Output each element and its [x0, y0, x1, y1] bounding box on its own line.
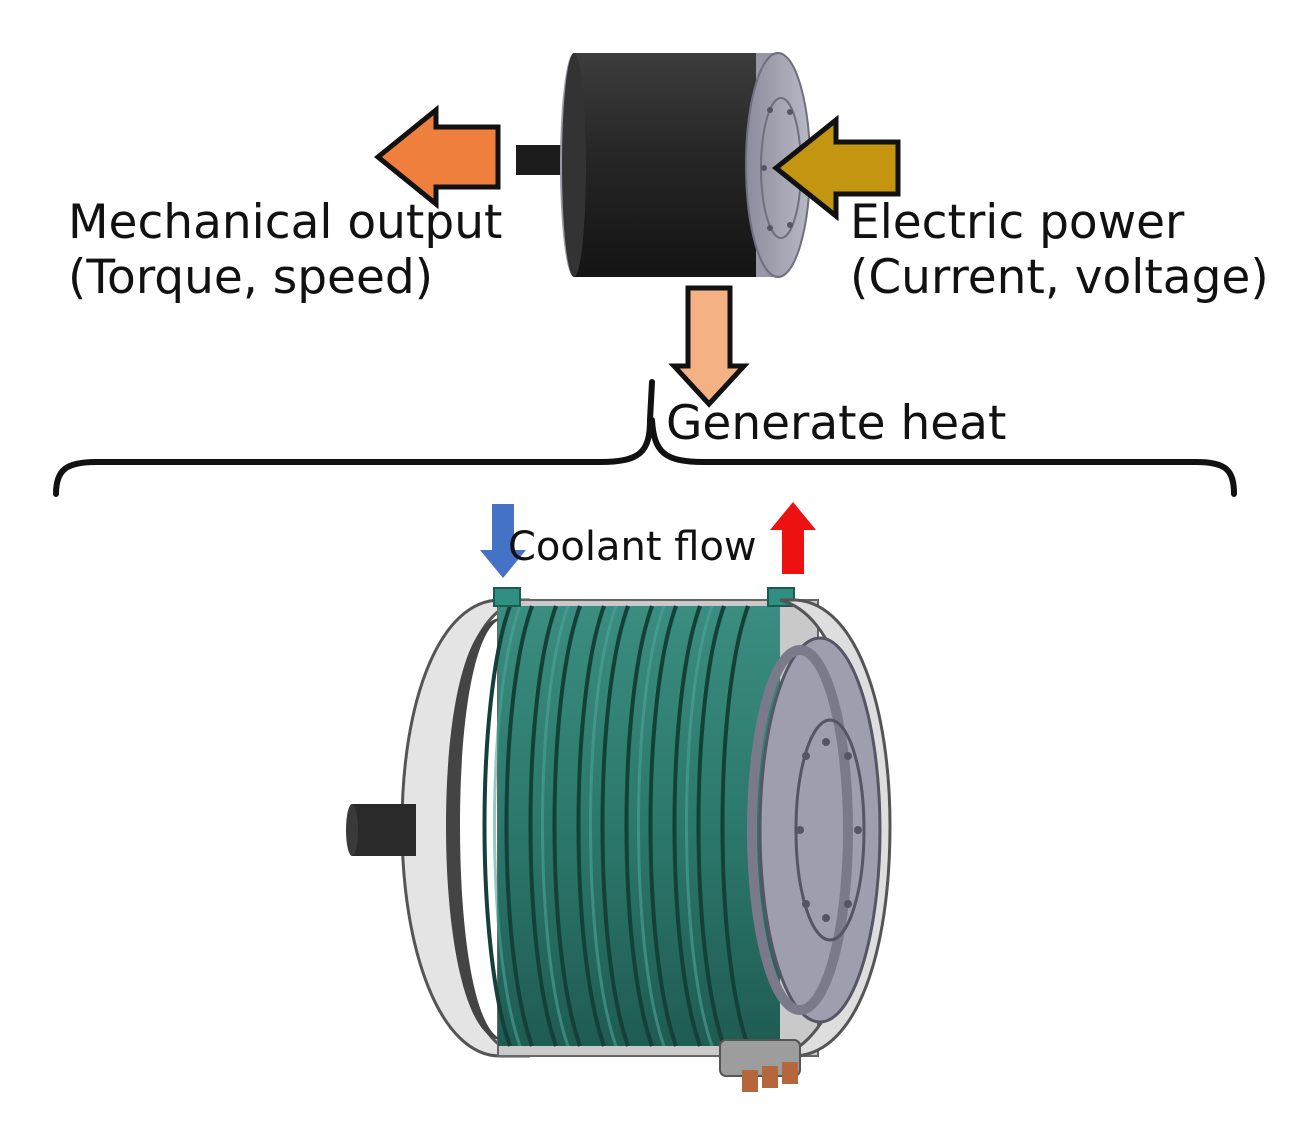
- mechanical-output-label: Mechanical output (Torque, speed): [68, 195, 502, 306]
- generate-heat-label: Generate heat: [666, 396, 1007, 451]
- coolant-in-arrow: [480, 504, 526, 578]
- cooled-motor-endcap: [758, 636, 882, 1024]
- coolant-out-arrow: [770, 502, 816, 574]
- cooled-motor-endcap-rim: [747, 645, 853, 1015]
- motor-shaft: [516, 145, 568, 175]
- electric-power-title: Electric power: [850, 195, 1185, 250]
- mechanical-output-subtitle: (Torque, speed): [68, 250, 434, 306]
- coolant-inlet-port: [493, 587, 521, 607]
- mechanical-output-arrow: [374, 104, 501, 210]
- motor-body-left-edge: [562, 53, 586, 277]
- curly-brace: [53, 379, 1237, 497]
- electric-power-subtitle: (Current, voltage): [850, 250, 1269, 306]
- terminal-block: [719, 1039, 801, 1092]
- cooled-motor-shaft-end: [346, 804, 358, 856]
- cooled-motor-icon: [346, 587, 892, 1092]
- motor-body: [574, 53, 760, 277]
- cooled-motor-shaft: [352, 804, 416, 856]
- electric-power-arrow: [771, 114, 901, 222]
- cooled-motor-endcap-bolts: [796, 738, 862, 922]
- electric-power-label: Electric power (Current, voltage): [850, 195, 1269, 306]
- mechanical-output-title: Mechanical output: [68, 195, 503, 250]
- stator-core: [446, 618, 506, 1040]
- motor-icon: [516, 52, 811, 278]
- coolant-flow-label: Coolant flow: [508, 524, 757, 570]
- cooling-channel-highlights: [493, 605, 714, 1047]
- cooling-channels: [482, 605, 750, 1047]
- heat-arrow: [668, 285, 750, 408]
